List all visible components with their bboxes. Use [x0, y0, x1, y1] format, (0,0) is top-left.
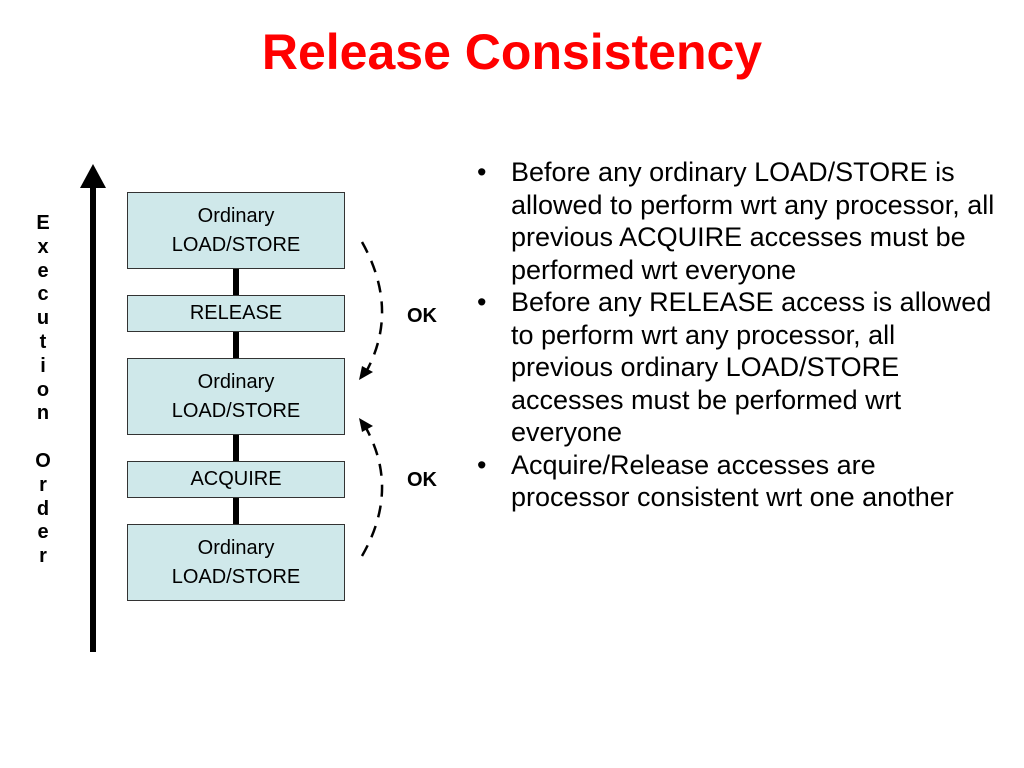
- bullet-list: • Before any ordinary LOAD/STORE is allo…: [477, 156, 997, 514]
- axis-letter: c: [37, 283, 49, 306]
- slide-title: Release Consistency: [261, 24, 763, 80]
- box-line-2: LOAD/STORE: [171, 399, 301, 422]
- bullet-marker: •: [477, 287, 487, 317]
- ok-label-upper: OK: [407, 305, 437, 327]
- axis-letter: r: [39, 473, 47, 496]
- bullet-marker: •: [477, 157, 487, 187]
- box-line-2: LOAD/STORE: [171, 233, 301, 256]
- axis-letter: [28, 426, 58, 450]
- box-connector: [233, 497, 239, 525]
- box-connector: [233, 434, 239, 462]
- box-line-2: LOAD/STORE: [171, 565, 301, 588]
- execution-order-label: E x e c u t i o n O r d e r: [28, 212, 58, 569]
- box-connector: [233, 331, 239, 359]
- bullet-marker: •: [477, 449, 487, 480]
- ordinary-load-store-box-bottom: Ordinary LOAD/STORE: [127, 524, 345, 601]
- acquire-box: ACQUIRE: [127, 461, 345, 498]
- axis-letter: i: [40, 354, 46, 377]
- ordinary-load-store-box-middle: Ordinary LOAD/STORE: [127, 358, 345, 435]
- axis-letter: d: [36, 497, 50, 520]
- axis-letter: e: [37, 521, 49, 544]
- axis-letter: O: [35, 449, 51, 472]
- ok-arrow-upper-head: [359, 366, 373, 380]
- bullet-text: Acquire/Release accesses are processor c…: [511, 449, 954, 513]
- bullet-item: • Before any RELEASE access is allowed t…: [477, 286, 997, 449]
- box-line-1: Ordinary: [197, 370, 275, 393]
- axis-letter: n: [36, 402, 50, 425]
- bullet-item: • Acquire/Release accesses are processor…: [477, 449, 997, 514]
- axis-letter: t: [39, 330, 47, 353]
- box-connector: [233, 268, 239, 296]
- ordinary-load-store-box-top: Ordinary LOAD/STORE: [127, 192, 345, 269]
- ok-arrow-lower: [360, 427, 384, 557]
- ok-arrow-upper: [360, 241, 384, 373]
- execution-order-arrow-head: [80, 164, 106, 188]
- ok-label-lower: OK: [407, 469, 437, 491]
- release-box: RELEASE: [127, 295, 345, 332]
- box-line-1: RELEASE: [189, 302, 283, 324]
- bullet-item: • Before any ordinary LOAD/STORE is allo…: [477, 156, 997, 286]
- axis-letter: r: [39, 545, 47, 568]
- axis-letter: e: [37, 259, 49, 282]
- box-line-1: Ordinary: [197, 536, 275, 559]
- bullet-text: Before any ordinary LOAD/STORE is allowe…: [511, 157, 995, 285]
- box-line-1: ACQUIRE: [190, 468, 282, 490]
- axis-letter: u: [36, 307, 50, 330]
- axis-letter: o: [36, 378, 50, 401]
- box-line-1: Ordinary: [197, 204, 275, 227]
- ok-arrow-lower-head: [359, 418, 373, 432]
- bullet-text: Before any RELEASE access is allowed to …: [511, 287, 992, 447]
- axis-letter: E: [36, 212, 50, 234]
- axis-letter: x: [37, 235, 49, 258]
